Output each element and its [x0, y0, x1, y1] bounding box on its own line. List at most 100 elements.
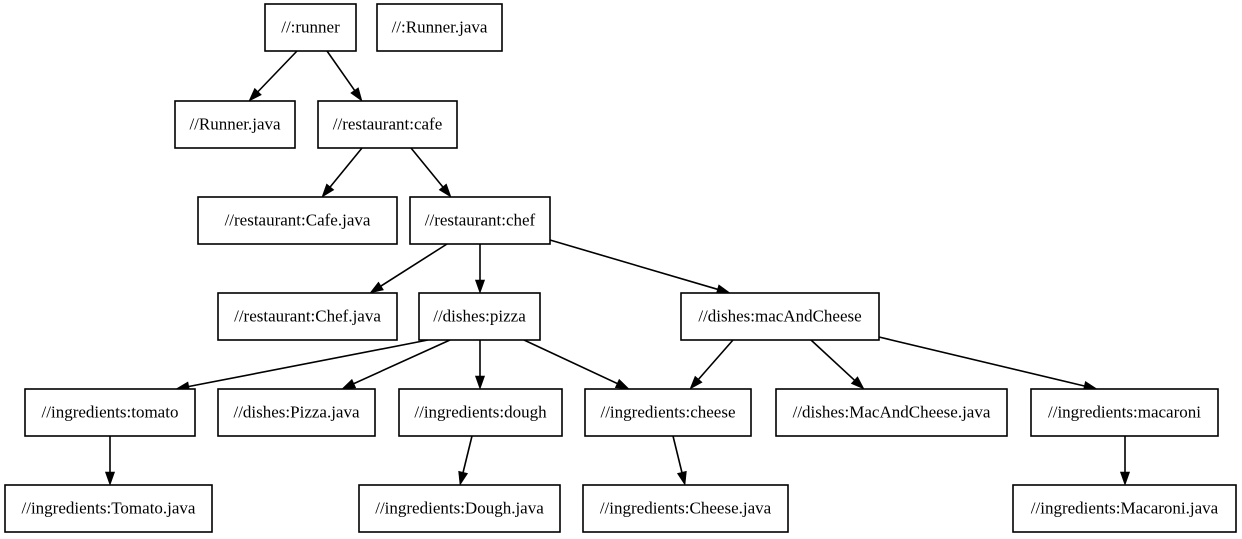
node-label: //ingredients:Cheese.java [600, 498, 772, 517]
edge-shaft [380, 243, 448, 287]
node-box[interactable] [775, 388, 1008, 437]
node-box[interactable] [418, 292, 541, 341]
node-label: //dishes:MacAndCheese.java [793, 402, 991, 421]
edge-shaft [672, 435, 683, 473]
edge-shaft [410, 147, 444, 188]
graph-node-cafe_java[interactable]: //restaurant:Cafe.java [197, 196, 398, 245]
edge-shaft [326, 50, 356, 91]
edge-shaft [329, 147, 363, 188]
edge-ing_dough-to-dough_java [458, 435, 473, 486]
node-label: //Runner.java [189, 114, 281, 133]
node-label: //ingredients:cheese [600, 402, 735, 421]
edge-ing_cheese-to-cheese_java [672, 435, 687, 486]
graph-node-ing_cheese[interactable]: //ingredients:cheese [584, 388, 752, 437]
edge-shaft [697, 339, 734, 380]
node-label: //restaurant:Chef.java [234, 306, 381, 325]
arrowhead-icon [350, 87, 363, 102]
graph-node-restaurant_cafe[interactable]: //restaurant:cafe [317, 100, 458, 149]
node-box[interactable] [217, 292, 398, 341]
edge-restaurant_chef-to-dishes_mac [549, 239, 731, 295]
node-label: //ingredients:tomato [42, 402, 179, 421]
graph-node-tomato_java[interactable]: //ingredients:Tomato.java [4, 484, 213, 533]
edge-shaft [462, 435, 473, 473]
edge-shaft [188, 339, 429, 388]
graph-node-chef_java[interactable]: //restaurant:Chef.java [217, 292, 398, 341]
node-label: //dishes:pizza [433, 306, 526, 325]
node-box[interactable] [1030, 388, 1219, 437]
graph-node-restaurant_chef[interactable]: //restaurant:chef [409, 196, 551, 245]
node-box[interactable] [197, 196, 398, 245]
edge-dishes_pizza-to-pizza_java [341, 339, 451, 390]
edge-ing_macaroni-to-macaroni_java [1119, 436, 1131, 486]
graph-node-runner[interactable]: //:runner [264, 3, 357, 52]
node-box[interactable] [1012, 484, 1237, 533]
graph-node-runner_java[interactable]: //Runner.java [174, 100, 296, 149]
graph-node-ing_dough[interactable]: //ingredients:dough [398, 388, 563, 437]
arrowhead-icon [369, 281, 384, 294]
graph-node-ing_macaroni[interactable]: //ingredients:macaroni [1030, 388, 1219, 437]
node-label: //restaurant:cafe [333, 114, 443, 133]
arrowhead-icon [1119, 471, 1131, 486]
node-box[interactable] [398, 388, 563, 437]
edge-ing_tomato-to-tomato_java [104, 436, 116, 486]
node-label: //ingredients:Tomato.java [22, 498, 196, 517]
arrowhead-icon [689, 375, 703, 390]
node-label: //dishes:Pizza.java [233, 402, 360, 421]
edge-dishes_pizza-to-ing_tomato [175, 339, 429, 392]
graph-node-dishes_pizza[interactable]: //dishes:pizza [418, 292, 541, 341]
node-box[interactable] [584, 388, 752, 437]
arrowhead-icon [104, 471, 116, 486]
node-label: //:Runner.java [392, 17, 488, 36]
node-label: //ingredients:macaroni [1048, 402, 1201, 421]
edge-shaft [878, 336, 1085, 387]
graph-node-ing_tomato[interactable]: //ingredients:tomato [24, 388, 196, 437]
arrowhead-icon [474, 375, 486, 390]
edge-shaft [523, 339, 618, 385]
arrowhead-icon [321, 183, 335, 198]
graph-node-dough_java[interactable]: //ingredients:Dough.java [358, 484, 561, 533]
node-box[interactable] [264, 3, 357, 52]
node-box[interactable] [24, 388, 196, 437]
node-label: //restaurant:chef [425, 210, 536, 229]
edge-runner-to-runner_java [248, 50, 298, 102]
node-box[interactable] [317, 100, 458, 149]
edge-shaft [353, 339, 451, 385]
node-label: //ingredients:dough [414, 402, 547, 421]
node-box[interactable] [376, 3, 503, 52]
graph-node-macaroni_java[interactable]: //ingredients:Macaroni.java [1012, 484, 1237, 533]
graph-node-pizza_java[interactable]: //dishes:Pizza.java [217, 388, 376, 437]
arrowhead-icon [614, 378, 630, 390]
graph-node-runner_java_root[interactable]: //:Runner.java [376, 3, 503, 52]
arrowhead-icon [438, 183, 452, 198]
edge-shaft [257, 50, 298, 93]
node-label: //ingredients:Macaroni.java [1031, 498, 1219, 517]
node-label: //restaurant:Cafe.java [225, 210, 371, 229]
node-box[interactable] [358, 484, 561, 533]
arrowhead-icon [850, 376, 865, 390]
arrowhead-icon [474, 279, 486, 294]
edge-dishes_mac-to-mac_java [810, 339, 865, 390]
node-box[interactable] [4, 484, 213, 533]
node-label: //:runner [281, 17, 340, 36]
node-box[interactable] [409, 196, 551, 245]
node-box[interactable] [582, 484, 789, 533]
edge-shaft [549, 239, 718, 291]
edge-runner-to-restaurant_cafe [326, 50, 363, 102]
edge-restaurant_cafe-to-restaurant_chef [410, 147, 452, 198]
edge-dishes_mac-to-ing_macaroni [878, 336, 1098, 391]
edge-shaft [810, 339, 855, 381]
edge-restaurant_chef-to-dishes_pizza [474, 244, 486, 294]
node-box[interactable] [174, 100, 296, 149]
node-label: //ingredients:Dough.java [375, 498, 544, 517]
graph-node-dishes_mac[interactable]: //dishes:macAndCheese [680, 292, 880, 341]
arrowhead-icon [341, 378, 357, 390]
edge-restaurant_chef-to-chef_java [369, 243, 448, 294]
node-box[interactable] [680, 292, 880, 341]
graph-node-cheese_java[interactable]: //ingredients:Cheese.java [582, 484, 789, 533]
node-box[interactable] [217, 388, 376, 437]
graph-node-mac_java[interactable]: //dishes:MacAndCheese.java [775, 388, 1008, 437]
edge-dishes_pizza-to-ing_dough [474, 340, 486, 390]
edge-restaurant_cafe-to-cafe_java [321, 147, 363, 198]
edge-dishes_pizza-to-ing_cheese [523, 339, 630, 390]
